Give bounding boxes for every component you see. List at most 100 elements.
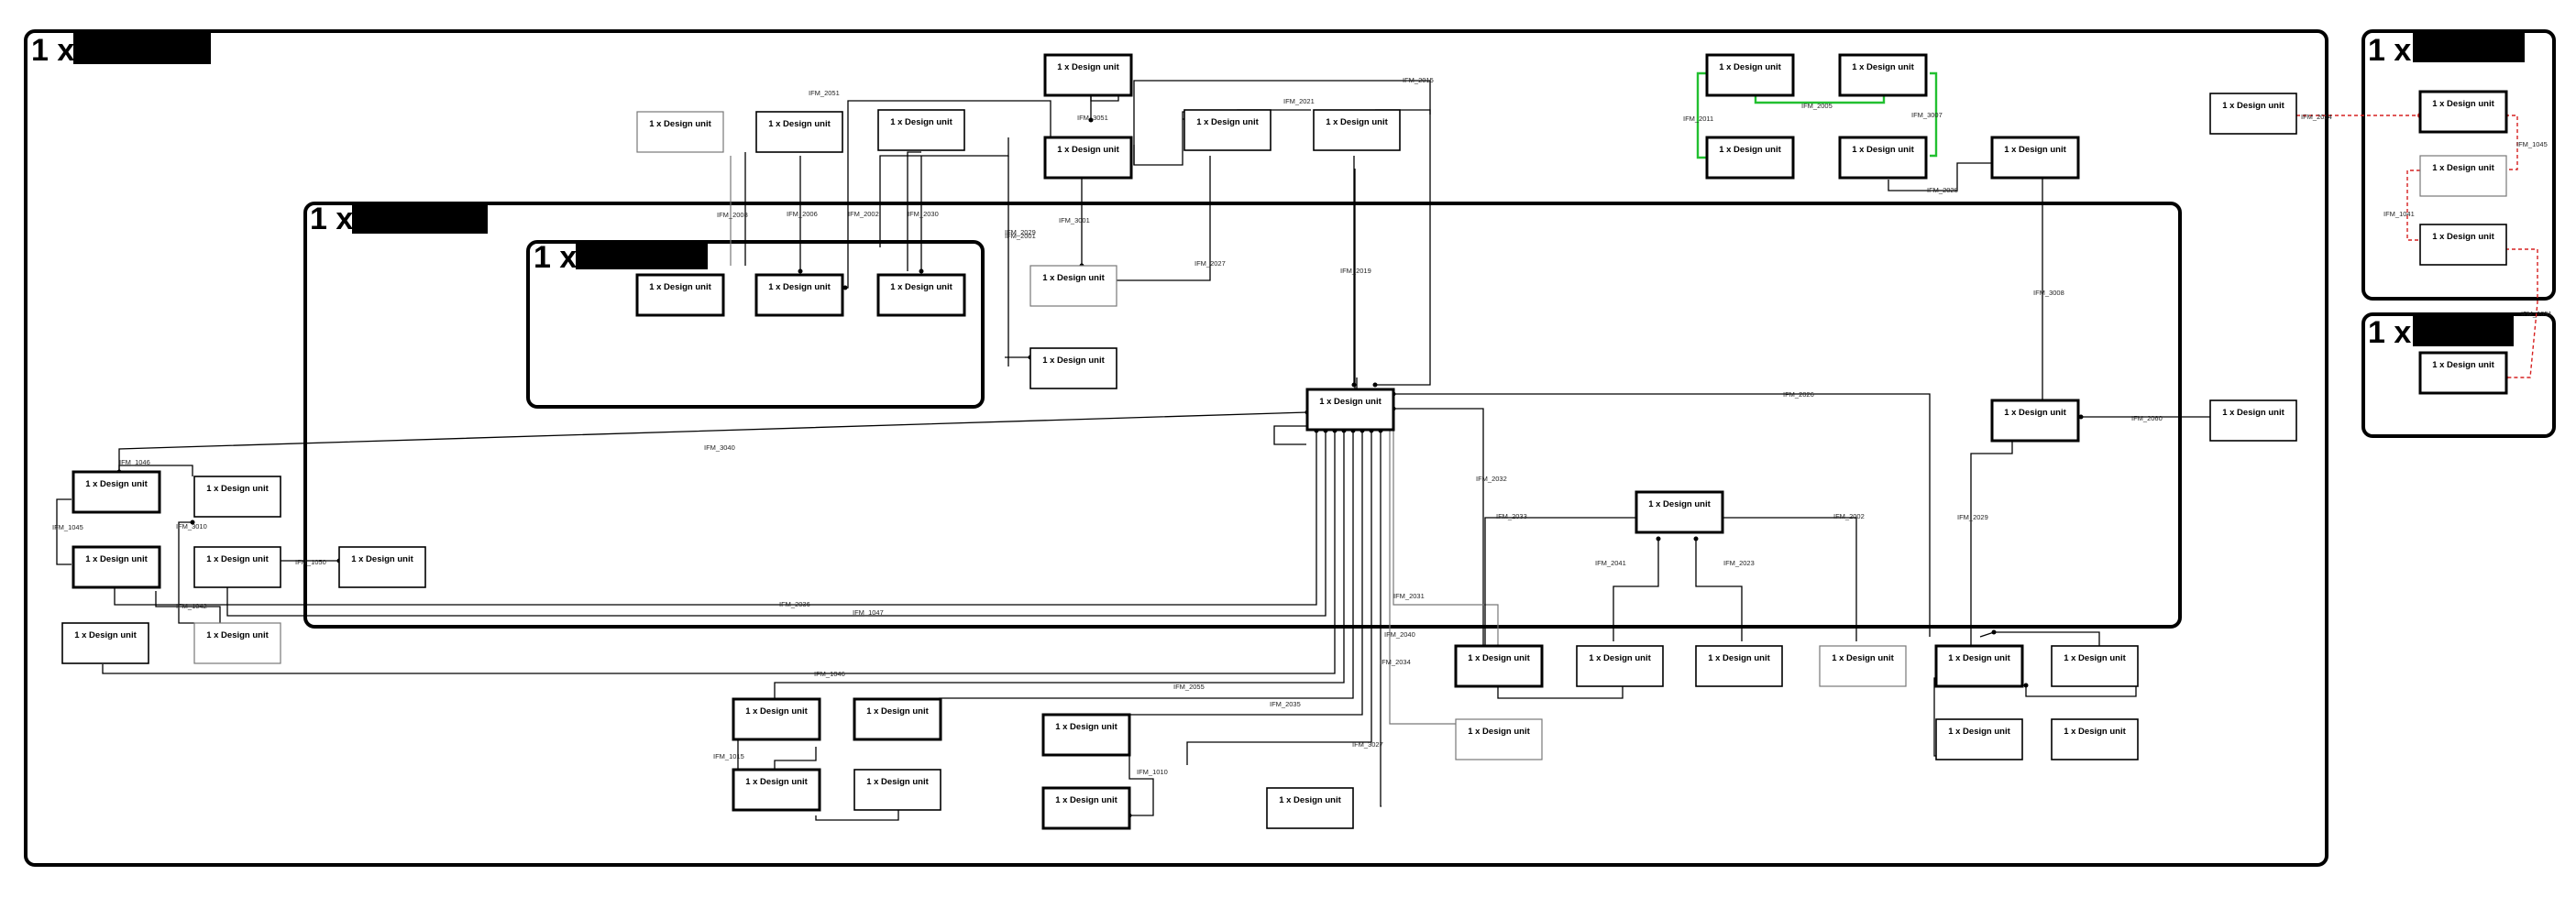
connector[interactable] <box>907 151 921 271</box>
design-unit-u28[interactable]: 1 x Design unit <box>193 476 281 518</box>
design-unit-box[interactable] <box>2051 718 2139 760</box>
connector[interactable] <box>118 465 193 476</box>
connector[interactable] <box>102 431 1336 674</box>
design-unit-box[interactable] <box>1705 136 1795 180</box>
design-unit-box[interactable] <box>636 111 724 153</box>
connector[interactable] <box>178 521 194 624</box>
design-unit-box[interactable] <box>635 273 725 317</box>
design-unit-u21[interactable]: 1 x Design unit <box>1029 265 1117 307</box>
connector[interactable] <box>1719 517 1857 641</box>
connector[interactable] <box>1497 684 1624 699</box>
design-unit-u18[interactable]: 1 x Design unit <box>635 273 725 317</box>
connector[interactable] <box>1393 393 1931 637</box>
connector[interactable] <box>1393 408 1484 646</box>
design-unit-u27[interactable]: 1 x Design unit <box>72 470 161 514</box>
design-unit-box[interactable] <box>1934 644 2024 688</box>
design-unit-u42[interactable]: 1 x Design unit <box>2051 718 2139 760</box>
design-unit-box[interactable] <box>732 697 821 741</box>
design-unit-box[interactable] <box>1029 265 1117 307</box>
design-unit-u41[interactable]: 1 x Design unit <box>1935 718 2023 760</box>
design-unit-box[interactable] <box>1266 787 1354 829</box>
connector[interactable] <box>1007 156 1030 358</box>
design-unit-box[interactable] <box>732 768 821 812</box>
design-unit-u03[interactable]: 1 x Design unit <box>755 111 843 153</box>
design-unit-u08[interactable]: 1 x Design unit <box>1705 53 1795 97</box>
connector-red[interactable] <box>2505 115 2518 170</box>
design-unit-u26[interactable]: 1 x Design unit <box>1635 490 1724 534</box>
connector[interactable] <box>1128 751 1154 816</box>
frame-main[interactable]: 1 x <box>24 29 2328 867</box>
design-unit-box[interactable] <box>1819 645 1907 687</box>
design-unit-u13[interactable]: 1 x Design unit <box>2209 93 2297 135</box>
design-unit-box[interactable] <box>193 546 281 588</box>
connector[interactable] <box>939 431 1354 710</box>
connector[interactable] <box>155 591 221 623</box>
frame-inner[interactable]: 1 x <box>303 202 2182 629</box>
design-unit-box[interactable] <box>1043 53 1133 97</box>
design-unit-box[interactable] <box>1183 109 1271 151</box>
connector[interactable] <box>1128 431 1363 724</box>
frame-innermost[interactable]: 1 x <box>526 240 985 409</box>
design-unit-u34[interactable]: 1 x Design unit <box>1454 644 1544 688</box>
connector[interactable] <box>1380 431 1382 807</box>
design-unit-u09[interactable]: 1 x Design unit <box>1838 53 1928 97</box>
connector[interactable] <box>1393 421 1499 646</box>
design-unit-box[interactable] <box>72 470 161 514</box>
design-unit-u20[interactable]: 1 x Design unit <box>876 273 966 317</box>
connector[interactable] <box>879 137 1009 247</box>
connector[interactable] <box>1186 431 1372 765</box>
design-unit-u48[interactable]: 1 x Design unit <box>1041 786 1131 830</box>
design-unit-u33[interactable]: 1 x Design unit <box>193 622 281 664</box>
design-unit-u19[interactable]: 1 x Design unit <box>754 273 844 317</box>
design-unit-u12[interactable]: 1 x Design unit <box>1990 136 2080 180</box>
design-unit-box[interactable] <box>853 769 941 811</box>
design-unit-box[interactable] <box>2419 155 2507 197</box>
design-unit-box[interactable] <box>2418 351 2508 395</box>
connector[interactable] <box>1389 431 1456 725</box>
connector[interactable] <box>114 431 1317 606</box>
connector[interactable] <box>1970 438 2013 646</box>
design-unit-u23[interactable]: 1 x Design unit <box>1305 388 1395 432</box>
connector[interactable] <box>774 431 1345 724</box>
design-unit-box[interactable] <box>1695 645 1783 687</box>
design-unit-box[interactable] <box>1635 490 1724 534</box>
design-unit-u25[interactable]: 1 x Design unit <box>2209 399 2297 442</box>
design-unit-box[interactable] <box>1935 718 2023 760</box>
design-unit-box[interactable] <box>2209 93 2297 135</box>
design-unit-u02[interactable]: 1 x Design unit <box>636 111 724 153</box>
design-unit-box[interactable] <box>72 545 161 589</box>
connector[interactable] <box>1133 80 1431 165</box>
design-unit-box[interactable] <box>754 273 844 317</box>
design-unit-u06[interactable]: 1 x Design unit <box>1183 109 1271 151</box>
connector-red[interactable] <box>2406 170 2420 241</box>
design-unit-box[interactable] <box>2051 645 2139 687</box>
connector[interactable] <box>226 431 1327 617</box>
design-unit-u30[interactable]: 1 x Design unit <box>193 546 281 588</box>
frame-right-bottom[interactable]: 1 x <box>2361 312 2556 438</box>
design-unit-u29[interactable]: 1 x Design unit <box>72 545 161 589</box>
design-unit-u47[interactable]: 1 x Design unit <box>853 769 941 811</box>
connector[interactable] <box>56 498 72 565</box>
design-unit-u45[interactable]: 1 x Design unit <box>1041 713 1131 757</box>
connector-green[interactable] <box>1930 71 1938 158</box>
design-unit-u01[interactable]: 1 x Design unit <box>1043 53 1133 97</box>
design-unit-box[interactable] <box>1043 136 1133 180</box>
design-unit-box[interactable] <box>193 622 281 664</box>
design-unit-box[interactable] <box>1576 645 1664 687</box>
design-unit-u11[interactable]: 1 x Design unit <box>1838 136 1928 180</box>
design-unit-u15[interactable]: 1 x Design unit <box>2419 155 2507 197</box>
design-unit-box[interactable] <box>1705 53 1795 97</box>
design-unit-box[interactable] <box>338 546 426 588</box>
design-unit-box[interactable] <box>1305 388 1395 432</box>
design-unit-u05[interactable]: 1 x Design unit <box>1043 136 1133 180</box>
connector[interactable] <box>1613 539 1659 641</box>
connector[interactable] <box>1484 517 1636 646</box>
connector[interactable] <box>1695 539 1743 641</box>
design-unit-box[interactable] <box>1041 713 1131 757</box>
design-unit-box[interactable] <box>755 111 843 153</box>
design-unit-box[interactable] <box>193 476 281 518</box>
design-unit-u38[interactable]: 1 x Design unit <box>1934 644 2024 688</box>
design-unit-box[interactable] <box>876 273 966 317</box>
design-unit-box[interactable] <box>2418 90 2508 134</box>
design-unit-u37[interactable]: 1 x Design unit <box>1819 645 1907 687</box>
